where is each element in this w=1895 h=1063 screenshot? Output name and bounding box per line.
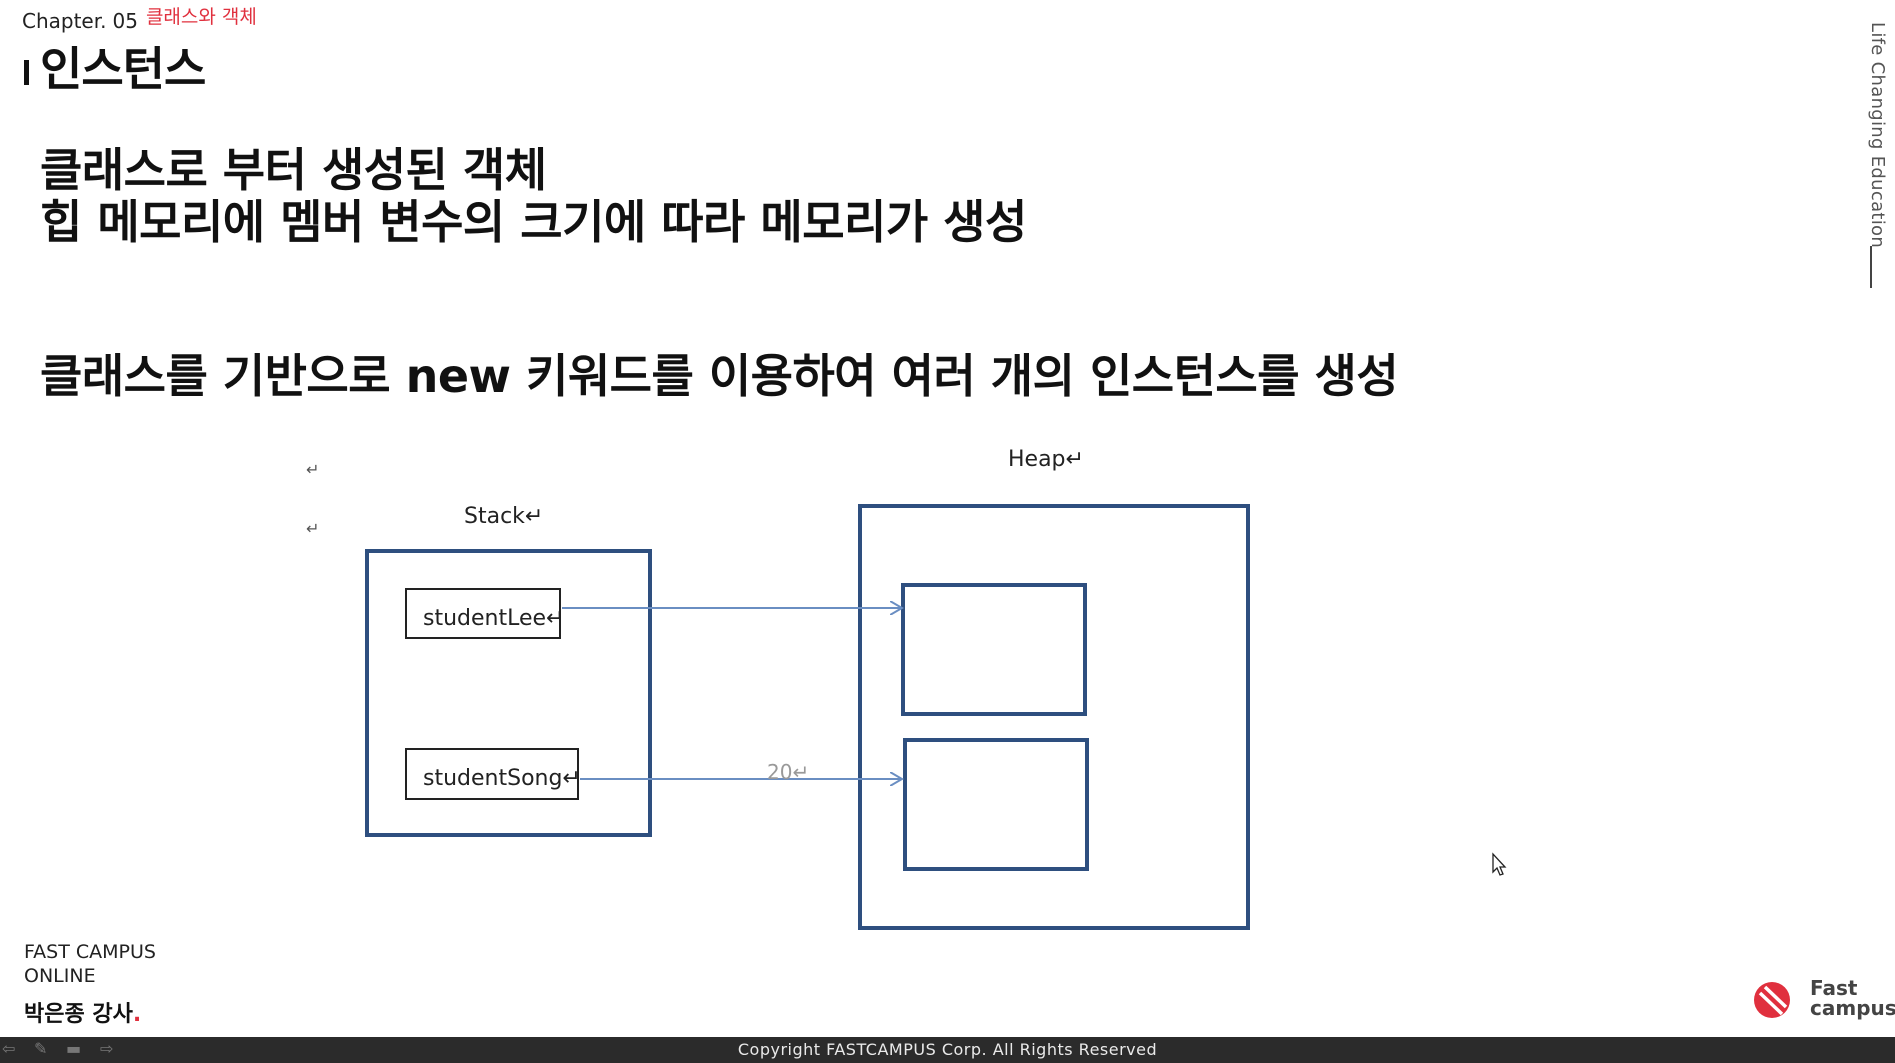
fastcampus-logo-icon	[1754, 982, 1790, 1018]
chapter-number: 05	[112, 9, 138, 33]
arrow-right-icon[interactable]: ⇨	[100, 1039, 114, 1058]
instructor-label: 박은종 강사	[24, 1002, 133, 1027]
tagline-divider	[1870, 246, 1872, 288]
logo-line-1: Fast	[1810, 976, 1858, 1000]
logo-text: Fast campus	[1810, 978, 1895, 1018]
bottom-bar	[0, 1037, 1895, 1063]
return-mark-2: ↵	[306, 519, 319, 538]
heap-object-1	[901, 583, 1087, 716]
brand-text: FAST CAMPUS ONLINE	[24, 940, 156, 988]
chapter-topic: 클래스와 객체	[145, 6, 257, 28]
title-marker	[24, 60, 29, 85]
ref-box-student-song	[405, 748, 579, 800]
arrow-left-icon[interactable]: ⇦	[2, 1039, 16, 1058]
stack-box	[365, 549, 652, 837]
bullet-3: 클래스를 기반으로 new 키워드를 이용하여 여러 개의 인스턴스를 생성	[40, 349, 1399, 403]
page-title: 인스턴스	[40, 42, 206, 96]
pen-icon[interactable]: ✎	[34, 1039, 48, 1058]
brand-line-2: ONLINE	[24, 965, 96, 987]
vertical-tagline: Life Changing Education	[1867, 22, 1888, 249]
ref-box-student-lee	[405, 588, 561, 639]
bullet-2: 힙 메모리에 멤버 변수의 크기에 따라 메모리가 생성	[40, 195, 1027, 249]
bullet-1: 클래스로 부터 생성된 객체	[40, 143, 547, 197]
mouse-cursor-icon	[1492, 852, 1507, 876]
instructor-name: 박은종 강사.	[24, 996, 141, 1028]
screen-icon[interactable]: ▬	[66, 1039, 82, 1058]
logo-line-2: campus	[1810, 996, 1895, 1020]
heap-label: Heap↵	[1008, 447, 1084, 472]
brand-line-1: FAST CAMPUS	[24, 941, 156, 963]
stack-label: Stack↵	[464, 504, 543, 529]
instructor-dot: .	[132, 1002, 142, 1027]
copyright-text: Copyright FASTCAMPUS Corp. All Rights Re…	[737, 1040, 1158, 1059]
heap-object-2	[903, 738, 1089, 871]
ref-label-student-lee: studentLee↵	[423, 606, 564, 631]
heap-box	[858, 504, 1250, 930]
arrow-note: 20↵	[767, 760, 809, 784]
return-mark-1: ↵	[306, 460, 319, 479]
chapter-heading: Chapter.05 클래스와 객체	[22, 6, 257, 35]
ref-label-student-song: studentSong↵	[423, 766, 581, 791]
chapter-label: Chapter.	[22, 9, 107, 33]
